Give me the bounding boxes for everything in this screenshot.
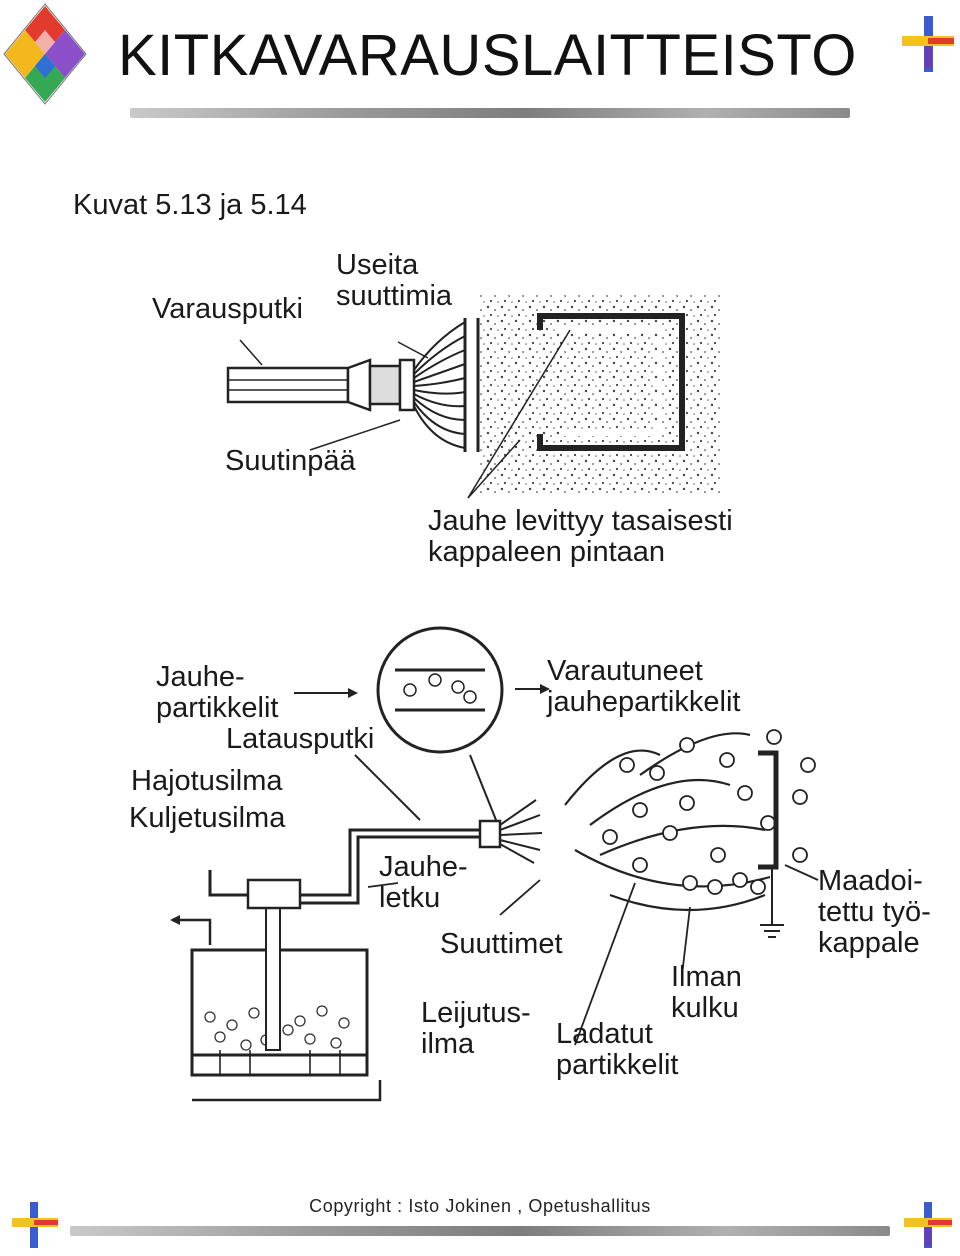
cross-star-icon (900, 1200, 956, 1250)
cross-star-icon (898, 14, 958, 74)
label-kuljetusilma: Kuljetusilma (129, 802, 286, 834)
label-maadoitettu-3: kappale (818, 927, 920, 959)
label-ilman-kulku-1: Ilman (671, 961, 742, 993)
label-jauhe-levittyy-2: kappaleen pintaan (428, 536, 666, 568)
label-ilman-kulku-2: kulku (671, 992, 739, 1024)
label-suuttimet: Suuttimet (440, 928, 563, 960)
page-title: KITKAVARAUSLAITTEISTO (118, 23, 857, 88)
label-jauhe-partikkelit-1: Jauhe- (156, 661, 245, 693)
footer-divider (70, 1226, 890, 1236)
copyright-text: Copyright : Isto Jokinen , Opetushallitu… (309, 1196, 651, 1216)
label-jauheletku-1: Jauhe- (379, 851, 468, 883)
cross-star-icon (8, 1200, 64, 1250)
label-jauhe-partikkelit-2: partikkelit (156, 692, 279, 724)
label-latausputki: Latausputki (226, 723, 375, 755)
label-leijutus-2: ilma (421, 1028, 475, 1060)
label-varautuneet-2: jauhepartikkelit (547, 686, 741, 718)
figure-reference: Kuvat 5.13 ja 5.14 (73, 189, 307, 221)
label-jauheletku-2: letku (379, 882, 441, 914)
powder-system-diagram (170, 625, 860, 1105)
label-varautuneet-1: Varautuneet (547, 655, 703, 687)
label-ladatut-2: partikkelit (556, 1049, 679, 1081)
label-maadoitettu-2: tettu työ- (818, 896, 931, 928)
label-ladatut-1: Ladatut (556, 1018, 653, 1050)
label-useita-2: suuttimia (336, 280, 453, 312)
label-leijutus-1: Leijutus- (421, 997, 531, 1029)
label-varausputki: Varausputki (152, 293, 303, 325)
header-divider (130, 108, 850, 118)
spray-gun-diagram (220, 290, 730, 500)
label-useita-1: Useita (336, 249, 419, 281)
label-suutinpaa: Suutinpää (225, 445, 356, 477)
label-hajotusilma: Hajotusilma (131, 765, 283, 797)
label-maadoitettu-1: Maadoi- (818, 865, 923, 897)
label-jauhe-levittyy-1: Jauhe levittyy tasaisesti (428, 505, 733, 537)
logo-diamond-icon (0, 0, 90, 108)
